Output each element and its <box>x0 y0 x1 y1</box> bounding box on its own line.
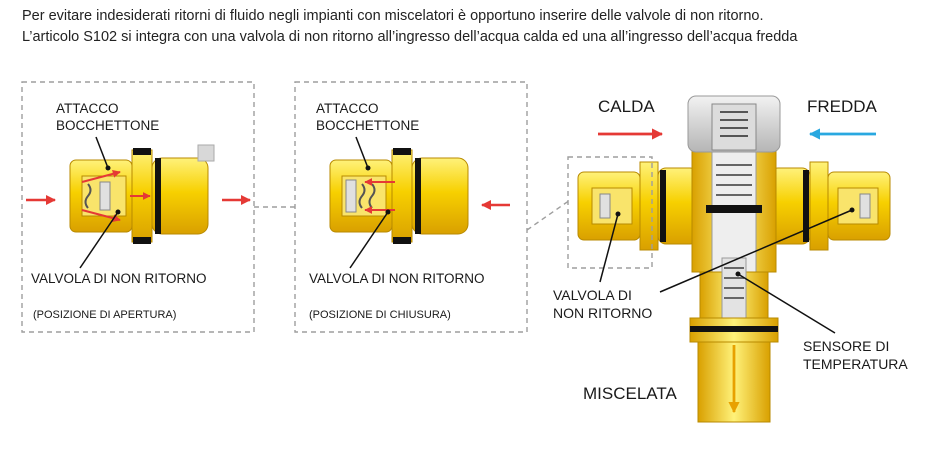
valve-label-2: NON RITORNO <box>553 305 652 321</box>
leader-line-connector <box>355 136 369 169</box>
intro-line-2: L’articolo S102 si integra con una valvo… <box>22 29 798 45</box>
label-connector-1: ATTACCO <box>56 101 119 116</box>
panel-open-border <box>21 81 255 333</box>
mixer-valve-assembly <box>577 95 891 423</box>
panel-open-position: ATTACCO BOCCHETTONE VALVOLA DI NON RITOR… <box>21 81 255 333</box>
label-valve: VALVOLA DI NON RITORNO <box>31 271 207 286</box>
leader-line-valve <box>79 211 119 269</box>
leader-line-valve <box>349 211 389 269</box>
detail-highlight-box <box>567 156 653 269</box>
sensor-label-2: TEMPERATURA <box>803 356 908 372</box>
intro-line-1: Per evitare indesiderati ritorni di flui… <box>22 8 764 24</box>
detail-connector-line <box>526 199 571 231</box>
label-connector-2: BOCCHETTONE <box>56 118 159 133</box>
cold-label: FREDDA <box>807 97 878 116</box>
label-connector-2: BOCCHETTONE <box>316 118 419 133</box>
valve-label-1: VALVOLA DI <box>553 287 632 303</box>
panel-closed-border <box>294 81 528 333</box>
label-valve: VALVOLA DI NON RITORNO <box>309 271 485 286</box>
mixed-label: MISCELATA <box>583 384 677 403</box>
check-valve-open-icon <box>69 144 215 244</box>
leader-sensor <box>737 273 836 334</box>
panel-closed-position: ATTACCO BOCCHETTONE VALVOLA DI NON RITOR… <box>294 81 528 333</box>
check-valve-closed-icon <box>329 148 469 244</box>
intro-text: Per evitare indesiderati ritorni di flui… <box>22 6 932 48</box>
leader-valve-left <box>599 213 619 283</box>
leader-line-connector <box>95 136 109 169</box>
caption-open: (POSIZIONE DI APERTURA) <box>33 309 176 321</box>
caption-closed: (POSIZIONE DI CHIUSURA) <box>309 309 451 321</box>
leader-valve-right <box>659 209 853 293</box>
sensor-label-1: SENSORE DI <box>803 338 889 354</box>
label-connector-1: ATTACCO <box>316 101 379 116</box>
hot-label: CALDA <box>598 97 655 116</box>
